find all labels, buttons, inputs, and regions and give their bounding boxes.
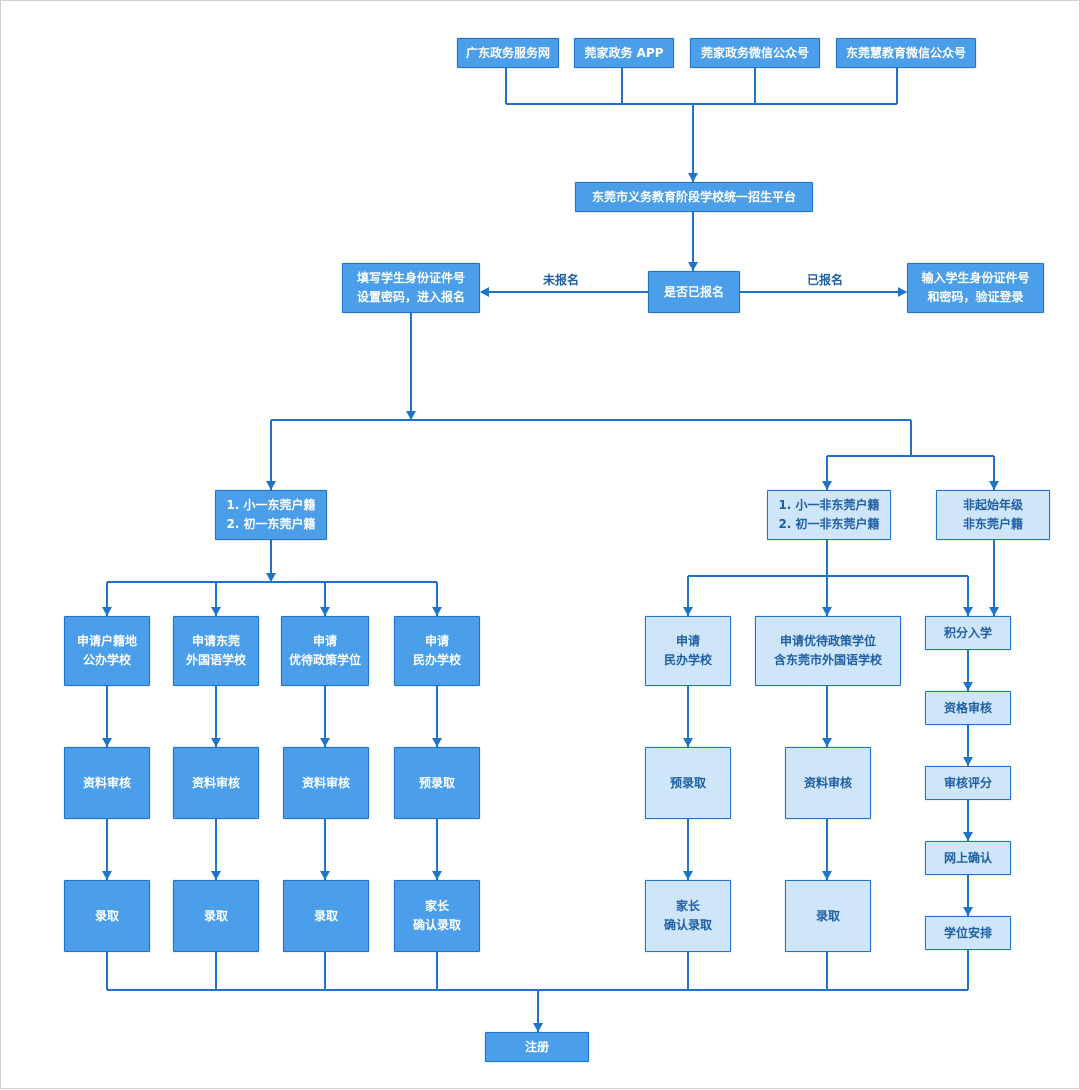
review-foreign: 资料审核 [173, 747, 259, 819]
apply-foreign-language-school: 申请东莞 外国语学校 [173, 616, 259, 686]
arrowhead [989, 607, 999, 616]
nonlocal-pre-admission: 预录取 [645, 747, 731, 819]
nonlocal-parent-confirm: 家长 确认录取 [645, 880, 731, 952]
arrowhead [266, 481, 276, 490]
arrowhead [963, 832, 973, 841]
arrowhead [102, 871, 112, 880]
group-nonstart-grade: 非起始年级 非东莞户籍 [936, 490, 1050, 540]
registration-decision: 是否已报名 [648, 271, 740, 313]
arrowhead [898, 287, 907, 297]
group-nonlocal-household: 1. 小一非东莞户籍 2. 初一非东莞户籍 [767, 490, 891, 540]
apply-preferential-policy: 申请 优待政策学位 [281, 616, 369, 686]
admission-preferential: 录取 [283, 880, 369, 952]
arrowhead [822, 607, 832, 616]
parent-confirm-private: 家长 确认录取 [394, 880, 480, 952]
arrowhead [688, 262, 698, 271]
arrowhead [963, 682, 973, 691]
channel-guanjia-app: 莞家政务 APP [574, 38, 674, 68]
new-registration-box: 填写学生身份证件号 设置密码，进入报名 [342, 263, 480, 313]
group-local-household: 1. 小一东莞户籍 2. 初一东莞户籍 [215, 490, 327, 540]
arrowhead [963, 607, 973, 616]
admission-public: 录取 [64, 880, 150, 952]
arrowhead [266, 573, 276, 582]
points-admission: 积分入学 [925, 616, 1011, 650]
arrowhead [480, 287, 489, 297]
seat-assignment: 学位安排 [925, 916, 1011, 950]
registration-final: 注册 [485, 1032, 589, 1062]
apply-public-school: 申请户籍地 公办学校 [64, 616, 150, 686]
arrowhead [533, 1023, 543, 1032]
arrowhead [963, 757, 973, 766]
arrowhead [102, 738, 112, 747]
qualification-review: 资格审核 [925, 691, 1011, 725]
arrowhead [320, 871, 330, 880]
apply-private-school: 申请 民办学校 [394, 616, 480, 686]
arrowhead [432, 738, 442, 747]
arrowhead [406, 411, 416, 420]
arrowhead [683, 607, 693, 616]
label-not-registered: 未报名 [543, 273, 580, 287]
arrowhead [102, 607, 112, 616]
nonlocal-apply-preferential: 申请优待政策学位 含东莞市外国语学校 [755, 616, 901, 686]
arrowhead [683, 738, 693, 747]
label-registered: 已报名 [807, 273, 844, 287]
arrowhead [688, 173, 698, 182]
arrowhead [211, 738, 221, 747]
arrowhead [963, 907, 973, 916]
enrollment-platform: 东莞市义务教育阶段学校统一招生平台 [575, 182, 813, 212]
channel-guangdong-gov-service: 广东政务服务网 [457, 38, 559, 68]
arrowhead [822, 871, 832, 880]
review-scoring: 审核评分 [925, 766, 1011, 800]
arrowhead [822, 738, 832, 747]
login-box: 输入学生身份证件号 和密码，验证登录 [907, 263, 1044, 313]
arrowhead [989, 481, 999, 490]
arrowhead [211, 607, 221, 616]
arrowhead [432, 607, 442, 616]
channel-edu-wechat: 东莞慧教育微信公众号 [836, 38, 976, 68]
nonlocal-admission: 录取 [785, 880, 871, 952]
arrowhead [822, 481, 832, 490]
arrowhead [320, 738, 330, 747]
arrowhead [432, 871, 442, 880]
review-preferential: 资料审核 [283, 747, 369, 819]
nonlocal-review: 资料审核 [785, 747, 871, 819]
online-confirmation: 网上确认 [925, 841, 1011, 875]
admission-foreign: 录取 [173, 880, 259, 952]
channel-guanjia-wechat: 莞家政务微信公众号 [690, 38, 820, 68]
arrowhead [211, 871, 221, 880]
pre-admission-private: 预录取 [394, 747, 480, 819]
review-public: 资料审核 [64, 747, 150, 819]
nonlocal-apply-private: 申请 民办学校 [645, 616, 731, 686]
arrowhead [320, 607, 330, 616]
arrowhead [683, 871, 693, 880]
